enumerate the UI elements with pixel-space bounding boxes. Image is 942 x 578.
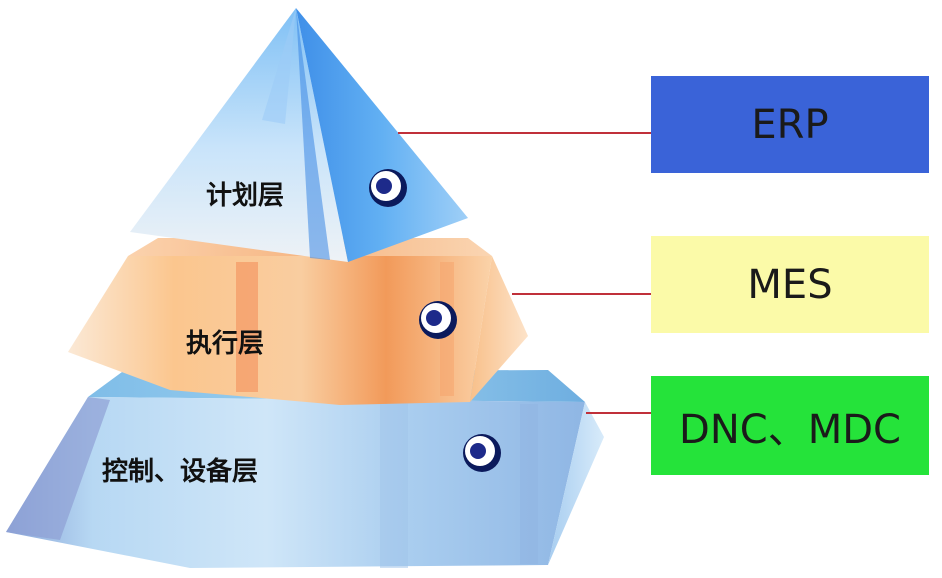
system-erp-label: ERP [751, 101, 829, 148]
system-box-erp: ERP [651, 76, 929, 173]
layer-exec-label: 执行层 [186, 328, 264, 359]
layer-control-right-face [548, 402, 604, 565]
layer-exec-front-face [68, 256, 492, 405]
layer-control-left-shade [6, 397, 110, 540]
layer-plan-left-band [262, 8, 296, 124]
system-box-dnc: DNC、MDC [651, 376, 929, 475]
system-box-mes: MES [651, 236, 929, 333]
layer-plan-label: 计划层 [206, 181, 284, 211]
layer-plan [130, 8, 468, 262]
control-marker-icon [463, 434, 501, 472]
layer-control-label: 控制、设备层 [102, 457, 258, 487]
plan-marker-icon [369, 169, 407, 207]
layer-plan-right-face [296, 8, 468, 262]
layer-plan-left-face [130, 8, 348, 262]
system-dnc-label: DNC、MDC [679, 406, 901, 453]
layer-control-front-face [6, 397, 585, 568]
exec-marker-icon [419, 301, 457, 339]
layer-plan-stripe [296, 8, 330, 260]
layer-exec-right-face [470, 256, 528, 402]
system-mes-label: MES [747, 261, 833, 308]
